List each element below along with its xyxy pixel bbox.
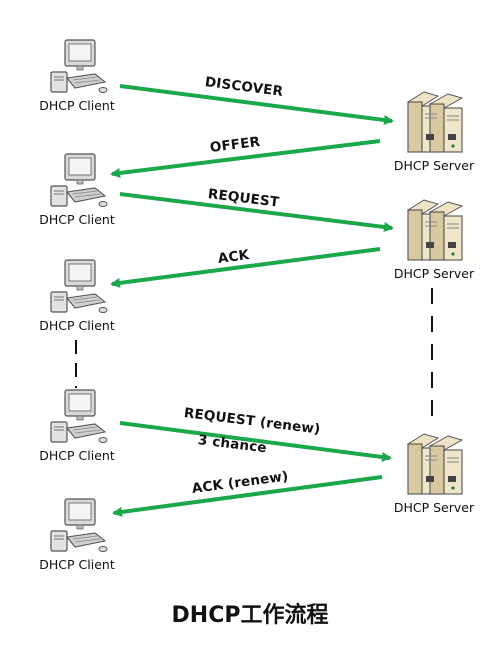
desktop-computer-icon [50,498,108,552]
server-icon [406,433,464,495]
desktop-computer-icon [50,259,108,313]
diagram-title: DHCP工作流程 [171,603,329,628]
server-label: DHCP Server [393,266,475,281]
arrow-request-renew [119,421,392,462]
client-label: DHCP Client [39,557,115,572]
arrow-ack-renew [112,475,383,517]
desktop-computer-icon [50,389,108,443]
server-node: DHCP Server [379,430,489,515]
server-node: DHCP Server [379,196,489,281]
client-label: DHCP Client [39,212,115,227]
client-label: DHCP Client [39,98,115,113]
server-icon [406,91,464,153]
server-icon [406,199,464,261]
client-label: DHCP Client [39,448,115,463]
arrow-ack [110,247,381,288]
client-node: DHCP Client [22,258,132,333]
arrow-offer [110,139,381,178]
arrow-request [119,192,394,232]
client-node: DHCP Client [22,38,132,113]
client-node: DHCP Client [22,497,132,572]
server-label: DHCP Server [393,158,475,173]
client-node: DHCP Client [22,388,132,463]
server-node: DHCP Server [379,88,489,173]
desktop-computer-icon [50,153,108,207]
desktop-computer-icon [50,39,108,93]
arrow-discover [119,84,394,125]
client-node: DHCP Client [22,152,132,227]
client-label: DHCP Client [39,318,115,333]
server-label: DHCP Server [393,500,475,515]
